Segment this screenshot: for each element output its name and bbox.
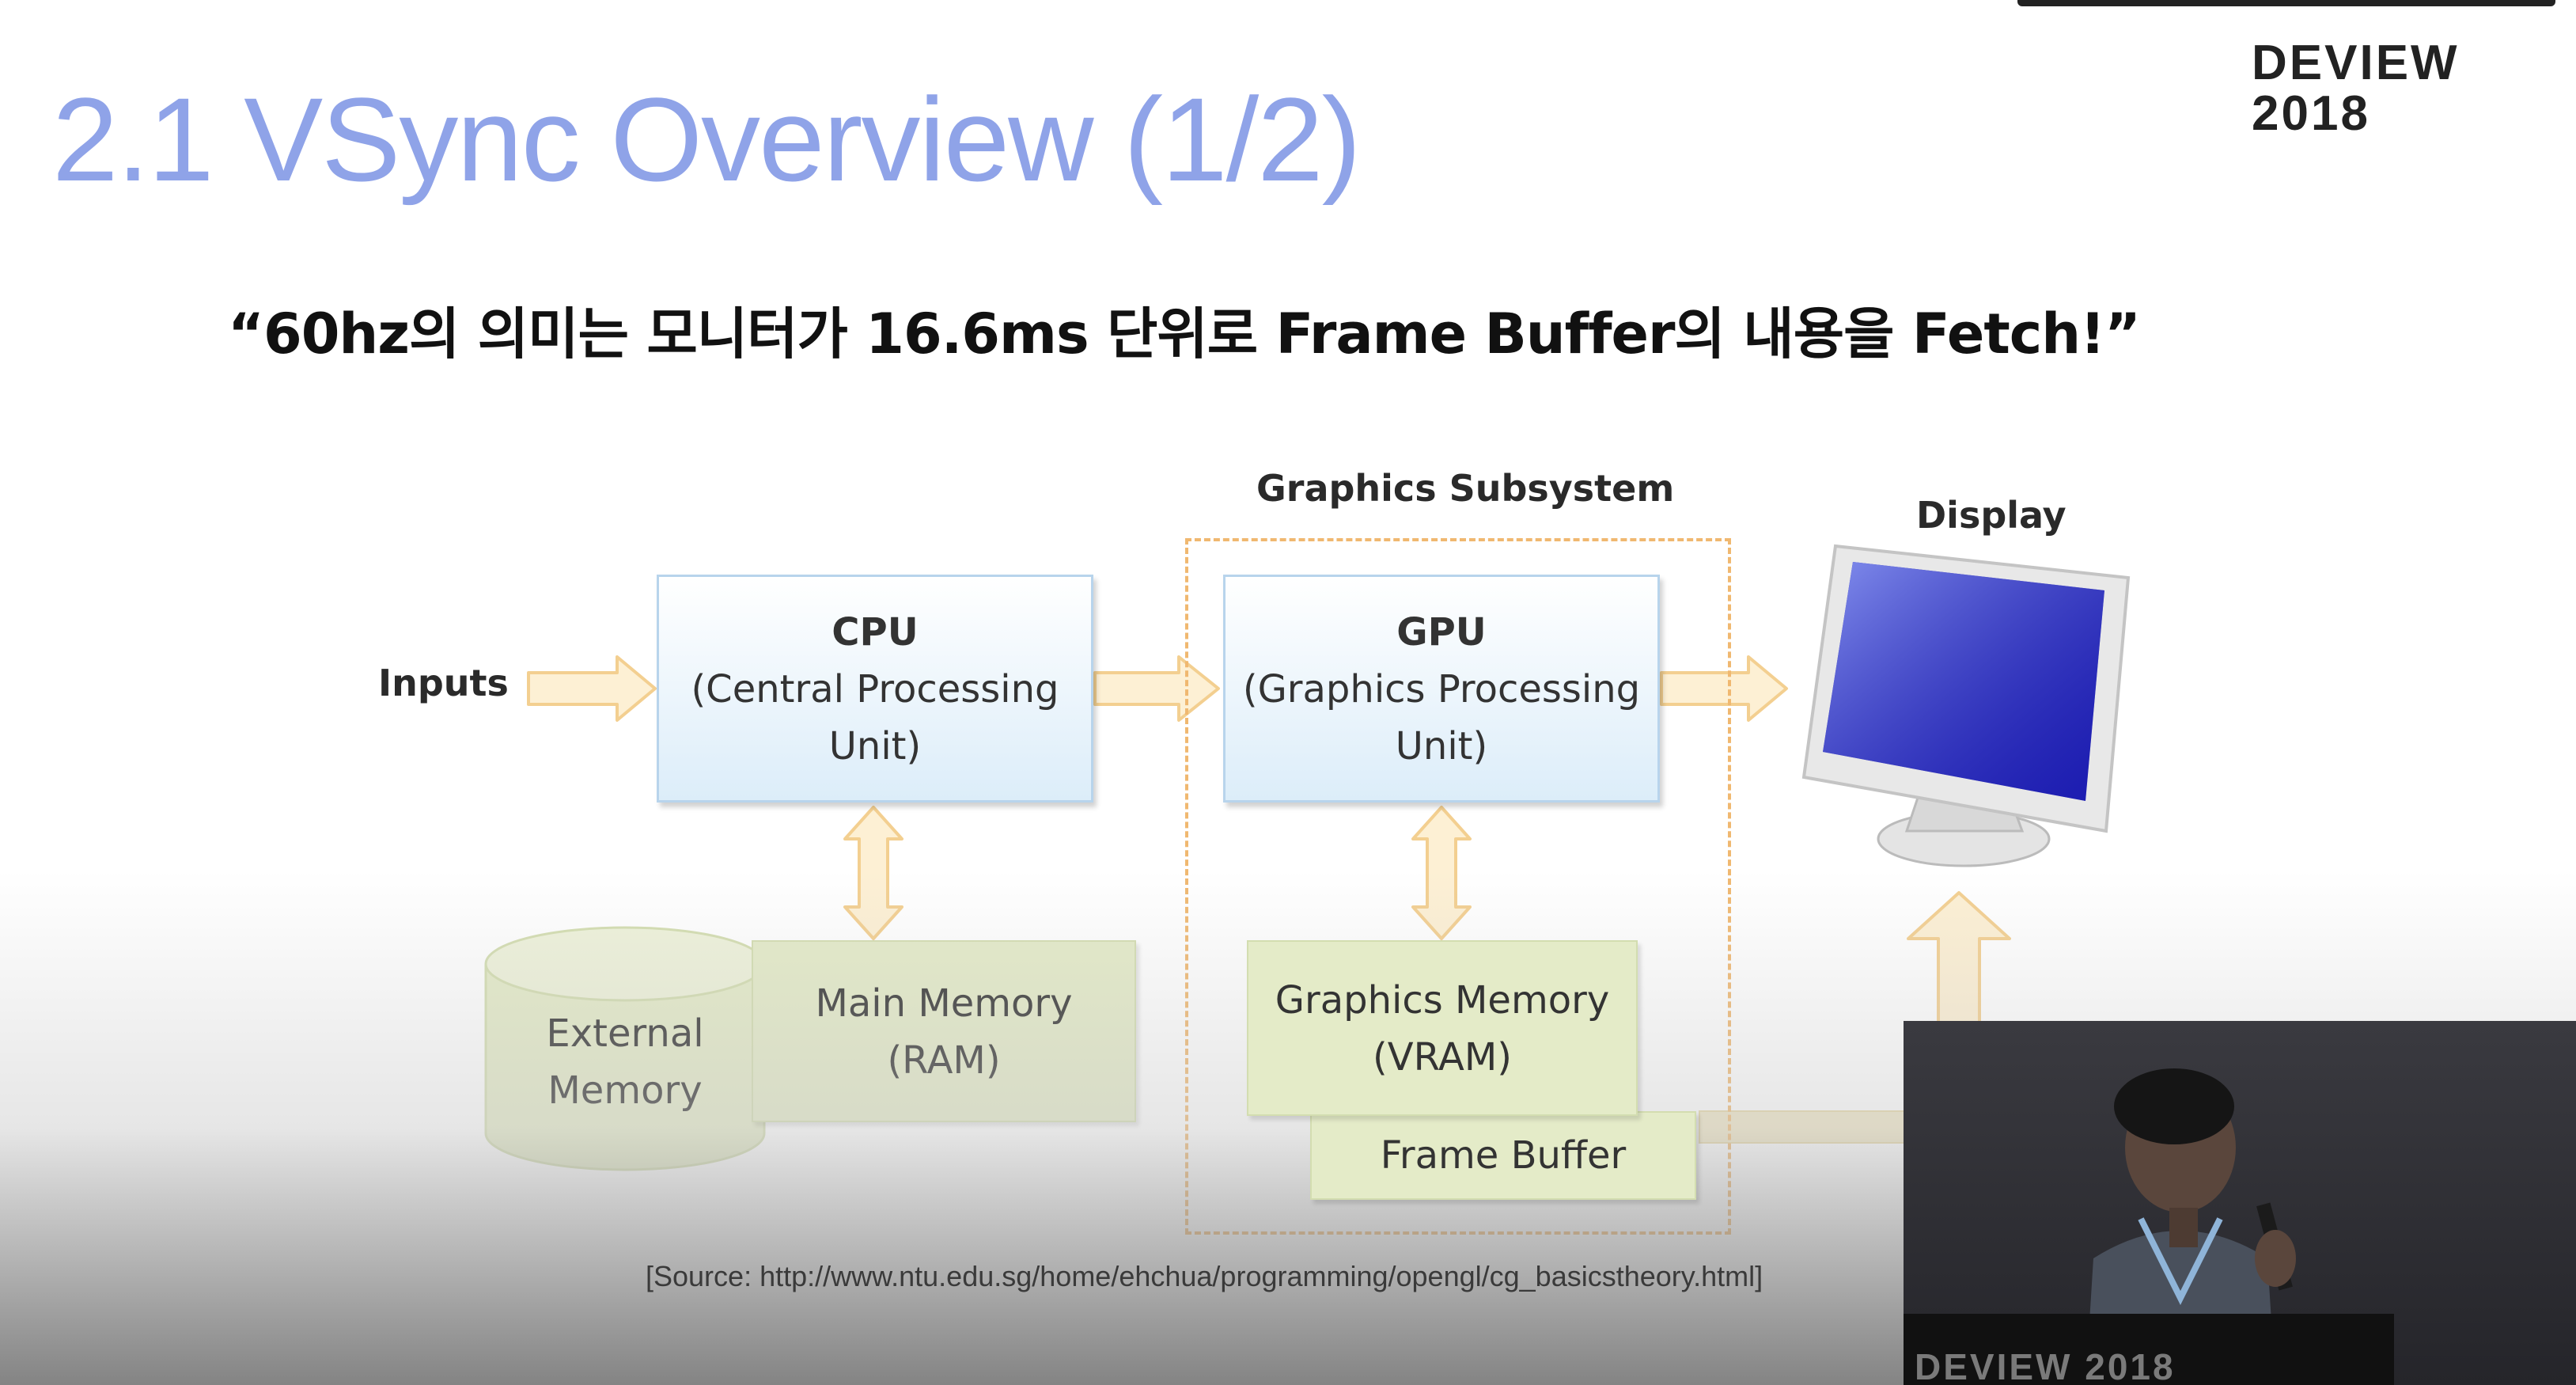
external-memory-label: External Memory	[506, 1005, 744, 1119]
display-label: Display	[1916, 494, 2066, 537]
logo-line-2: 2018	[2252, 86, 2370, 141]
main-memory-line-1: Main Memory	[815, 981, 1073, 1026]
video-banner-text: DEVIEW 2018	[1915, 1346, 2176, 1385]
arrow-inputs-to-cpu	[527, 655, 657, 722]
arrow-framebuffer-to-display	[1907, 891, 2011, 1027]
gpu-box: GPU (Graphics Processing Unit)	[1223, 575, 1660, 803]
slide-subtitle: “60hz의 의미는 모니터가 16.6ms 단위로 Frame Buffer의…	[228, 302, 2141, 366]
cpu-line-2: Unit)	[828, 724, 922, 768]
graphics-memory-box: Graphics Memory (VRAM)	[1247, 940, 1638, 1116]
cpu-box: CPU (Central Processing Unit)	[657, 575, 1093, 803]
cpu-title: CPU	[832, 610, 919, 655]
source-citation: [Source: http://www.ntu.edu.sg/home/ehch…	[646, 1260, 1763, 1292]
frame-buffer-box: Frame Buffer	[1310, 1111, 1696, 1200]
graphics-subsystem-label: Graphics Subsystem	[1256, 467, 1675, 510]
main-memory-line-2: (RAM)	[887, 1038, 1001, 1083]
gpu-line-1: (Graphics Processing	[1242, 667, 1641, 711]
external-memory-line-1: External	[546, 1011, 704, 1056]
cpu-line-1: (Central Processing	[691, 667, 1059, 711]
logo-line-1: DEVIEW	[2252, 36, 2460, 90]
graphics-memory-line-2: (VRAM)	[1373, 1035, 1512, 1080]
speaker-video-overlay: DEVIEW 2018	[1904, 1021, 2576, 1385]
arrow-gpu-to-display	[1660, 655, 1788, 722]
inputs-label: Inputs	[378, 662, 509, 704]
video-banner: DEVIEW 2018	[1904, 1314, 2394, 1385]
slide-title: 2.1 VSync Overview (1/2)	[52, 73, 1362, 206]
gpu-line-2: Unit)	[1395, 724, 1488, 768]
deview-logo: DEVIEW 2018	[2252, 38, 2460, 139]
external-memory-line-2: Memory	[547, 1068, 703, 1113]
main-memory-box: Main Memory (RAM)	[752, 940, 1136, 1122]
top-bar	[2017, 0, 2555, 6]
arrow-cpu-memory	[843, 806, 903, 940]
frame-buffer-link	[1699, 1110, 1914, 1144]
frame-buffer-label: Frame Buffer	[1380, 1133, 1627, 1178]
gpu-title: GPU	[1396, 610, 1487, 655]
graphics-memory-line-1: Graphics Memory	[1275, 978, 1610, 1023]
monitor-icon	[1801, 544, 2131, 867]
